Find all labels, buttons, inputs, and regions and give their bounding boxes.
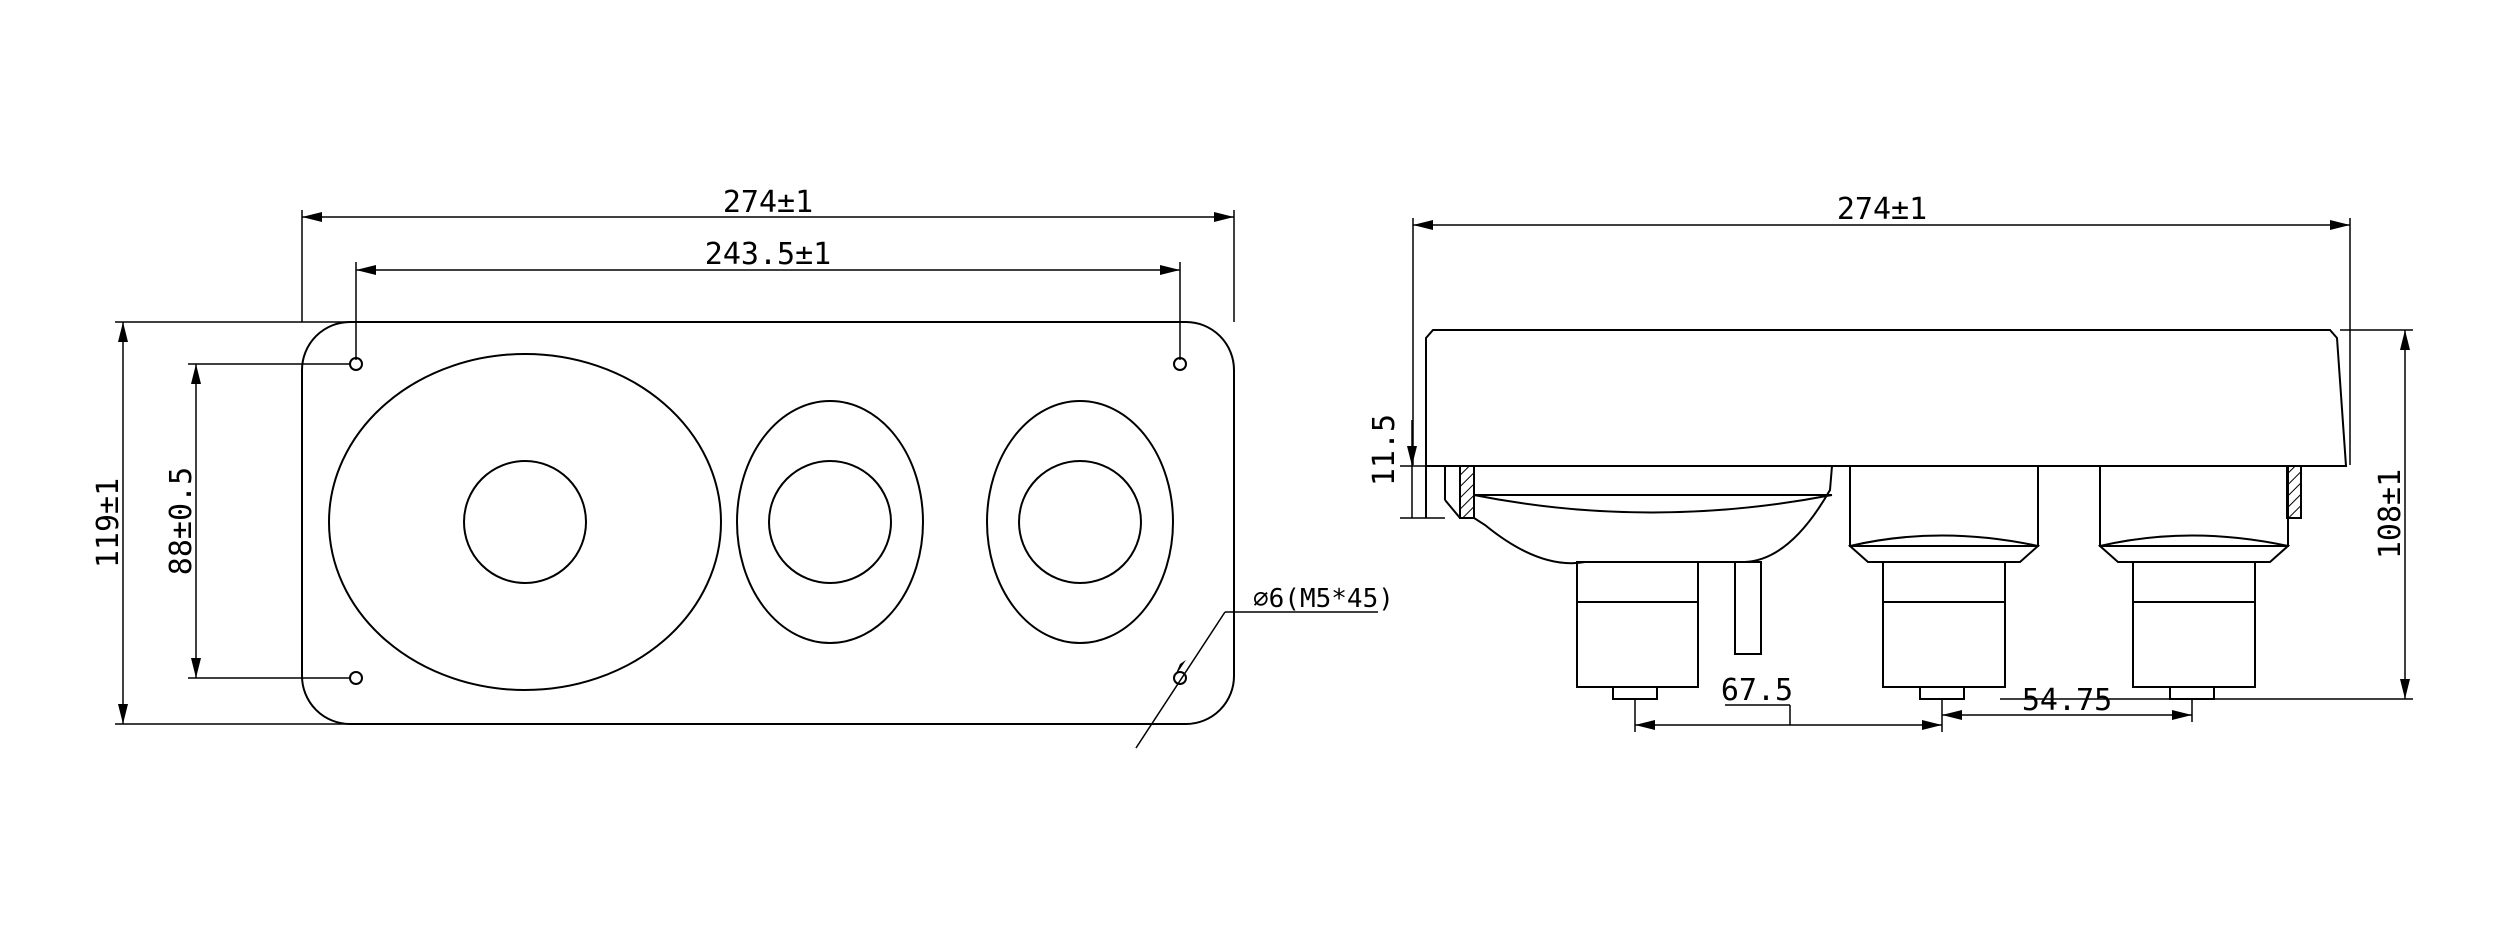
- dim-label-overall-height-side: 108±1: [2373, 469, 2408, 559]
- dim-label-overall-width-side: 274±1: [1837, 192, 1927, 227]
- dim-overall-height-side: 108±1: [2000, 329, 2413, 700]
- front-view: 274±1 243.5±1 119±1 88±0.5: [91, 185, 1394, 749]
- large-oval-lens: [328, 353, 722, 691]
- dim-terminal-spacing-2: 54.75: [1942, 683, 2193, 722]
- right-oval-lens: [986, 400, 1174, 644]
- dim-label-overall-width-front: 274±1: [723, 185, 813, 220]
- dim-label-flange-thickness: 11.5: [1367, 414, 1402, 486]
- right-seal-hatch: [2286, 465, 2302, 519]
- large-lens-center: [463, 460, 587, 584]
- dim-hole-spacing-height: 88±0.5: [164, 363, 350, 679]
- left-seal-hatch: [1459, 465, 1475, 519]
- middle-oval-lens: [736, 400, 924, 644]
- hole-diameter-callout: ⌀6(M5*45): [1135, 584, 1394, 749]
- dim-overall-width-front: 274±1: [301, 185, 1235, 322]
- dim-label-overall-height-front: 119±1: [91, 478, 126, 568]
- middle-lamp-module: [1847, 465, 2041, 700]
- middle-lens-center: [768, 460, 892, 584]
- dim-overall-width-side: 274±1: [1412, 192, 2351, 465]
- dim-hole-spacing-width: 243.5±1: [355, 237, 1181, 360]
- right-lamp-module: [2097, 465, 2291, 700]
- dim-label-hole-spacing-width: 243.5±1: [705, 237, 831, 272]
- dim-label-hole-callout: ⌀6(M5*45): [1253, 584, 1394, 614]
- side-view: 274±1 11.5 108±1 67.5: [1367, 192, 2413, 732]
- left-lamp-module: [1473, 465, 1833, 700]
- dim-label-terminal-spacing-2: 54.75: [2022, 683, 2112, 718]
- dim-flange-thickness: 11.5: [1367, 414, 1445, 519]
- right-lens-center: [1018, 460, 1142, 584]
- dim-label-terminal-spacing-1: 67.5: [1721, 673, 1793, 708]
- side-housing-outline: [1425, 329, 2348, 467]
- dim-overall-height-front: 119±1: [91, 321, 352, 725]
- dim-label-hole-spacing-height: 88±0.5: [164, 467, 199, 575]
- front-housing-outline: [301, 321, 1235, 725]
- mounting-hole-bottom-left: [349, 671, 363, 685]
- dim-terminal-spacing-1: 67.5: [1634, 673, 1943, 732]
